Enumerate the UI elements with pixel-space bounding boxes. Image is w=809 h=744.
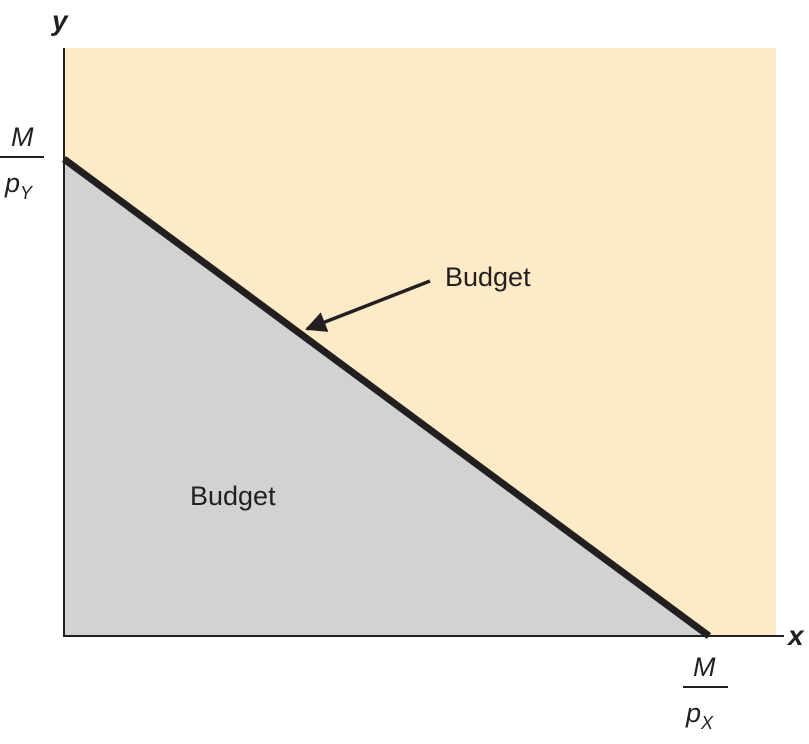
x-intercept-denominator-sub: X — [700, 713, 714, 733]
x-axis-label: x — [786, 620, 805, 651]
budget-line-arrow — [305, 279, 431, 332]
region-label: Budget — [190, 481, 276, 511]
x-intercept-denominator-var: p — [685, 698, 701, 728]
line-label: Budget — [445, 262, 531, 292]
budget-line — [61, 156, 712, 639]
x-intercept-label: M pX — [683, 652, 728, 733]
y-intercept-denominator: pY — [4, 168, 34, 203]
y-intercept-denominator-var: p — [4, 168, 20, 198]
y-intercept-label: M pY — [0, 122, 44, 203]
y-axis-label: y — [50, 5, 69, 36]
x-intercept-denominator: pX — [685, 698, 714, 733]
x-intercept-numerator: M — [693, 652, 716, 682]
y-intercept-numerator: M — [11, 122, 34, 152]
y-intercept-denominator-sub: Y — [20, 183, 34, 203]
